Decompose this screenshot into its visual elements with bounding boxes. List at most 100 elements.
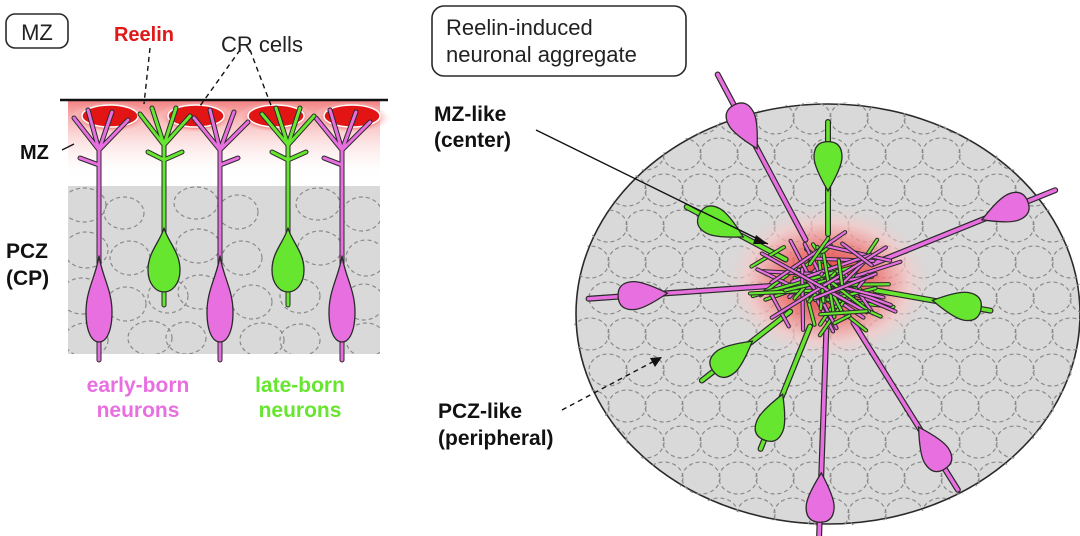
aggregate-cell-body: [1014, 245, 1054, 279]
aggregate-cell-body: [755, 461, 795, 495]
aggregate-cell-body: [810, 137, 850, 171]
aggregate-cell-body: [866, 102, 906, 135]
aggregate-cell-body: [829, 173, 869, 207]
aggregate-cell-body: [662, 497, 702, 526]
neuron-soma: [931, 291, 983, 322]
aggregate-cell-body: [995, 209, 1035, 243]
aggregate-cell-body: [644, 461, 684, 495]
late-born-label-line2: neurons: [259, 399, 342, 422]
neurite: [770, 231, 847, 284]
early-born-neurons: [71, 107, 373, 363]
aggregate-cell-body: [958, 353, 998, 387]
aggregate-cell-body: [884, 209, 924, 243]
aggregate-cell-body: [1069, 137, 1080, 171]
neurite: [841, 242, 873, 267]
late-born-neuron: [872, 287, 994, 322]
early-born-neuron: [71, 107, 131, 363]
mz-like-label-line2: (center): [434, 129, 511, 152]
aggregate-cell-body: [1014, 389, 1054, 423]
aggregate-cell-body: [607, 461, 647, 495]
aggregate-cell-body: [1032, 497, 1072, 526]
mz-like-arrowhead: [753, 235, 768, 244]
aggregate-cell-body: [699, 209, 739, 243]
neurite: [813, 272, 877, 300]
radial-neurons: [585, 71, 1059, 536]
aggregate-cell-body: [1014, 461, 1054, 495]
aggregate-cell-body: [773, 353, 813, 387]
neurite: [760, 252, 868, 314]
aggregate-cell-body: [792, 461, 832, 495]
aggregate-cell-body: [995, 353, 1035, 387]
neuron-soma: [813, 140, 843, 193]
aggregate-cell-body: [940, 389, 980, 423]
pcz-like-arrowhead: [650, 357, 662, 367]
aggregate-cell-body: [773, 137, 813, 171]
early-born-neuron: [313, 107, 373, 363]
late-born-neuron: [813, 119, 843, 237]
neurite-tangle: [747, 230, 903, 338]
aggregate-cell-body: [1069, 497, 1080, 526]
neuron-soma: [754, 392, 786, 443]
aggregate-cell-body: [977, 102, 1017, 135]
aggregate-cell-body: [607, 102, 647, 135]
late-born-neuron: [259, 105, 317, 308]
neurite: [828, 279, 870, 313]
neuron-soma: [709, 340, 754, 379]
aggregate-cell-body: [625, 281, 665, 315]
aggregate-cell-body: [644, 245, 684, 279]
aggregate-cell-body: [681, 245, 721, 279]
aggregate-cell-body: [625, 137, 665, 171]
aggregate-cell-body: [829, 102, 869, 135]
aggregate-cell-body: [662, 137, 702, 171]
neuron-soma: [725, 102, 758, 150]
aggregate-cell-body: [903, 245, 943, 279]
aggregate-cell-body: [718, 389, 758, 423]
aggregate-cell-body: [995, 497, 1035, 526]
aggregate-cell-body: [736, 137, 776, 171]
aggregate-cell-body: [718, 102, 758, 135]
left-leader-lines: [143, 47, 273, 109]
neuron-soma: [917, 425, 953, 473]
aggregate-cell-body: [1051, 102, 1080, 135]
neuron-soma: [696, 205, 745, 238]
aggregate-cell-body: [940, 461, 980, 495]
aggregate-cell-body: [607, 389, 647, 423]
aggregate-cell-body: [681, 461, 721, 495]
early-born-label-line2: neurons: [97, 399, 180, 422]
aggregate-cell-body: [810, 497, 850, 526]
aggregate-cell-body: [1032, 137, 1072, 171]
aggregate-cell-body: [625, 497, 665, 526]
aggregate-cell-body: [607, 245, 647, 279]
aggregate-badge: Reelin-induced neuronal aggregate: [431, 5, 687, 77]
neurite: [819, 310, 868, 316]
pcz-like-label-line2: (peripheral): [438, 427, 554, 450]
aggregate-cell-body: [1014, 317, 1054, 351]
aggregate-cell-body: [755, 173, 795, 207]
aggregate-cell-body: [574, 173, 610, 207]
aggregate-cell-body: [699, 137, 739, 171]
aggregate-cell-body: [1069, 209, 1080, 243]
aggregate-cell-body: [1032, 353, 1072, 387]
aggregate-cell-body: [588, 353, 628, 387]
early-born-neuron: [869, 187, 1059, 268]
pcz-label: PCZ: [6, 240, 48, 263]
aggregate-cell-body: [588, 425, 628, 459]
aggregate-cell-body: [829, 461, 869, 495]
aggregate-cell-body: [1051, 461, 1080, 495]
neuron-soma: [805, 471, 835, 523]
late-born-neurons: [137, 105, 317, 308]
aggregate-badge-line1: Reelin-induced: [446, 15, 593, 40]
mz-like-label-line1: MZ-like: [434, 103, 506, 126]
left-panel: MZ: [5, 13, 392, 422]
late-born-neuron: [683, 203, 789, 263]
aggregate-cell-body: [866, 173, 906, 207]
neurite: [836, 287, 877, 299]
aggregate-cell-body: [736, 497, 776, 526]
aggregate-cell-body: [903, 173, 943, 207]
aggregate-cell-body: [773, 425, 813, 459]
neurite: [808, 237, 830, 266]
aggregate-cell-body: [884, 353, 924, 387]
aggregate-cell-body: [921, 353, 961, 387]
aggregate-cell-body: [625, 353, 665, 387]
